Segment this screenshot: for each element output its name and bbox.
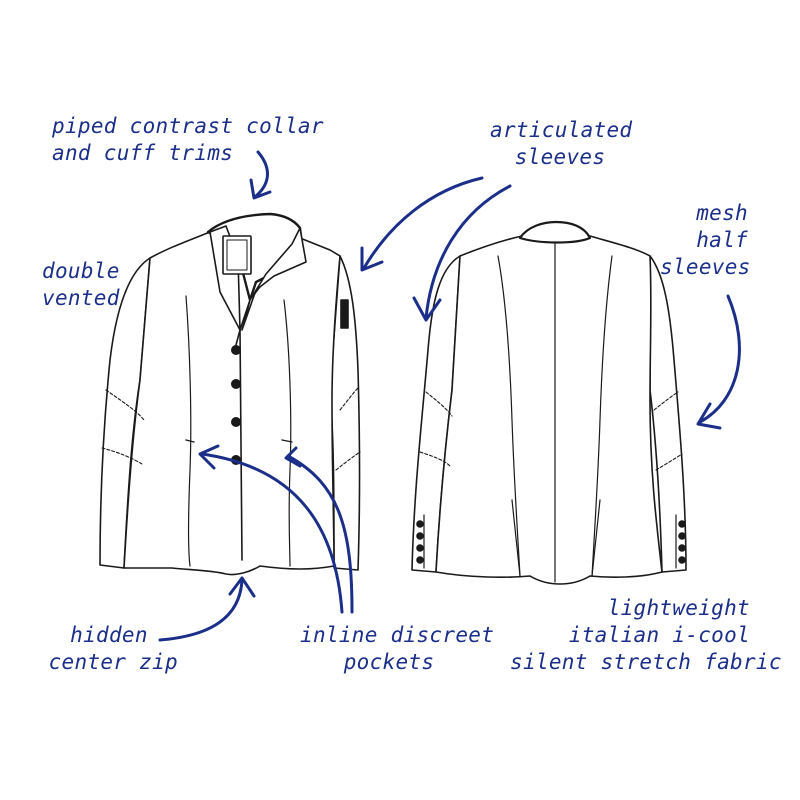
annotation-pockets-line-2: pockets [343, 650, 435, 674]
annotation-pockets-line-1: inline discreet [300, 623, 495, 647]
button-1 [231, 344, 242, 355]
annotation-zip: hidden center zip [40, 622, 178, 676]
button-3 [231, 416, 242, 427]
arrow-sleeves [360, 176, 512, 322]
annotation-collar-line-1: piped contrast collar [52, 114, 324, 138]
arrow-collar [249, 150, 272, 200]
back-jacket [411, 220, 687, 585]
back-right-sleeve [649, 255, 687, 573]
annotation-sleeves-line-2: sleeves [514, 145, 606, 169]
annotation-collar: piped contrast collar and cuff trims [52, 113, 324, 167]
annotation-zip-line-2: center zip [48, 650, 178, 674]
annotation-fabric: lightweight italian i-cool silent stretc… [510, 595, 782, 676]
annotation-fabric-line-1: lightweight [607, 596, 750, 620]
annotation-sleeves: articulated sleeves [490, 117, 633, 171]
arrow-mesh [696, 294, 741, 430]
annotation-pockets: inline discreet pockets [300, 622, 495, 676]
back-collar [518, 220, 592, 244]
back-body [435, 235, 663, 585]
annotation-mesh-line-2: half [696, 228, 748, 252]
annotation-vented-line-1: double [42, 259, 120, 283]
sleeve-badge [340, 299, 349, 329]
front-left-sleeve [99, 257, 151, 569]
annotation-vented: double vented [42, 258, 120, 312]
annotation-zip-line-1: hidden [70, 623, 148, 647]
annotation-fabric-line-3: silent stretch fabric [510, 650, 782, 674]
back-cuff-buttons [416, 520, 686, 564]
annotation-sleeves-line-1: articulated [490, 118, 633, 142]
front-lapel-right [241, 227, 307, 331]
annotation-arrows [158, 150, 741, 642]
annotation-collar-line-2: and cuff trims [52, 141, 234, 165]
annotation-vented-line-2: vented [42, 286, 120, 310]
front-label-patch [222, 235, 252, 275]
annotation-mesh-line-3: sleeves [660, 255, 751, 279]
annotation-mesh-line-1: mesh [696, 201, 748, 225]
arrow-zip [158, 576, 256, 642]
annotation-mesh: mesh half sleeves [660, 200, 751, 281]
button-2 [231, 378, 242, 389]
arrow-pockets [198, 444, 354, 614]
front-jacket [99, 212, 361, 576]
annotation-fabric-line-2: italian i-cool [568, 623, 750, 647]
